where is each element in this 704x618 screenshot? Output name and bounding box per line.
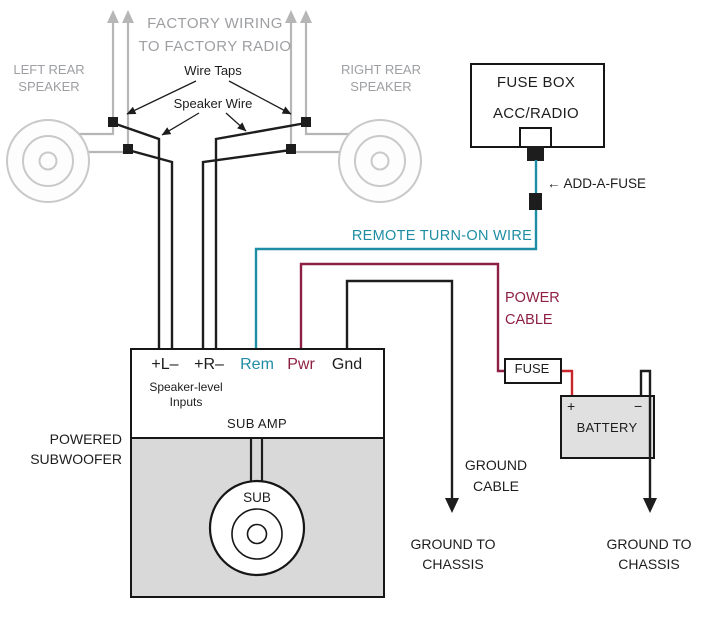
fuse-box-label: FUSE BOX [496, 74, 576, 91]
fuse-label: FUSE [514, 361, 550, 376]
battery-box [560, 395, 655, 459]
wire-tap-icons [108, 117, 311, 154]
add-a-fuse-plug-icon [527, 146, 544, 161]
wire-taps-label: Wire Taps [184, 63, 242, 78]
label-pointer-arrows [126, 80, 292, 136]
power-cable-wire [299, 262, 504, 373]
left-rear-speaker-icon [6, 119, 90, 203]
acc-radio-label: ACC/RADIO [492, 105, 580, 122]
terminal-rem-label: Rem [240, 356, 274, 373]
terminal-right-input-label: +R– [194, 356, 224, 373]
battery-ground-wire [639, 369, 657, 513]
sub-label: SUB [243, 490, 271, 505]
sub-amp-label: SUB AMP [227, 416, 287, 431]
inline-fuse-box [504, 358, 562, 384]
right-rear-speaker-icon [338, 119, 422, 203]
speaker-wire-label: Speaker Wire [173, 96, 253, 111]
fuse-to-battery-wire [562, 369, 574, 395]
add-a-fuse-label: ← ADD-A-FUSE [547, 176, 647, 191]
battery-minus-label: − [634, 398, 643, 414]
terminal-gnd-label: Gnd [331, 356, 363, 373]
sub-amp-box [130, 348, 385, 439]
battery-label: BATTERY [576, 420, 638, 435]
add-a-fuse-holder-icon [529, 193, 542, 210]
terminal-pwr-label: Pwr [287, 356, 315, 373]
terminal-left-input-label: +L– [151, 356, 179, 373]
subwoofer-driver-icon [208, 439, 306, 577]
battery-plus-label: + [567, 398, 576, 414]
amp-ground-wire [345, 279, 459, 513]
remote-turn-on-wire-label: REMOTE TURN-ON WIRE [351, 228, 533, 244]
acc-fuse-slot-icon [519, 127, 552, 148]
speaker-level-wires [112, 121, 307, 348]
factory-wiring-arrow-icons [107, 10, 312, 23]
